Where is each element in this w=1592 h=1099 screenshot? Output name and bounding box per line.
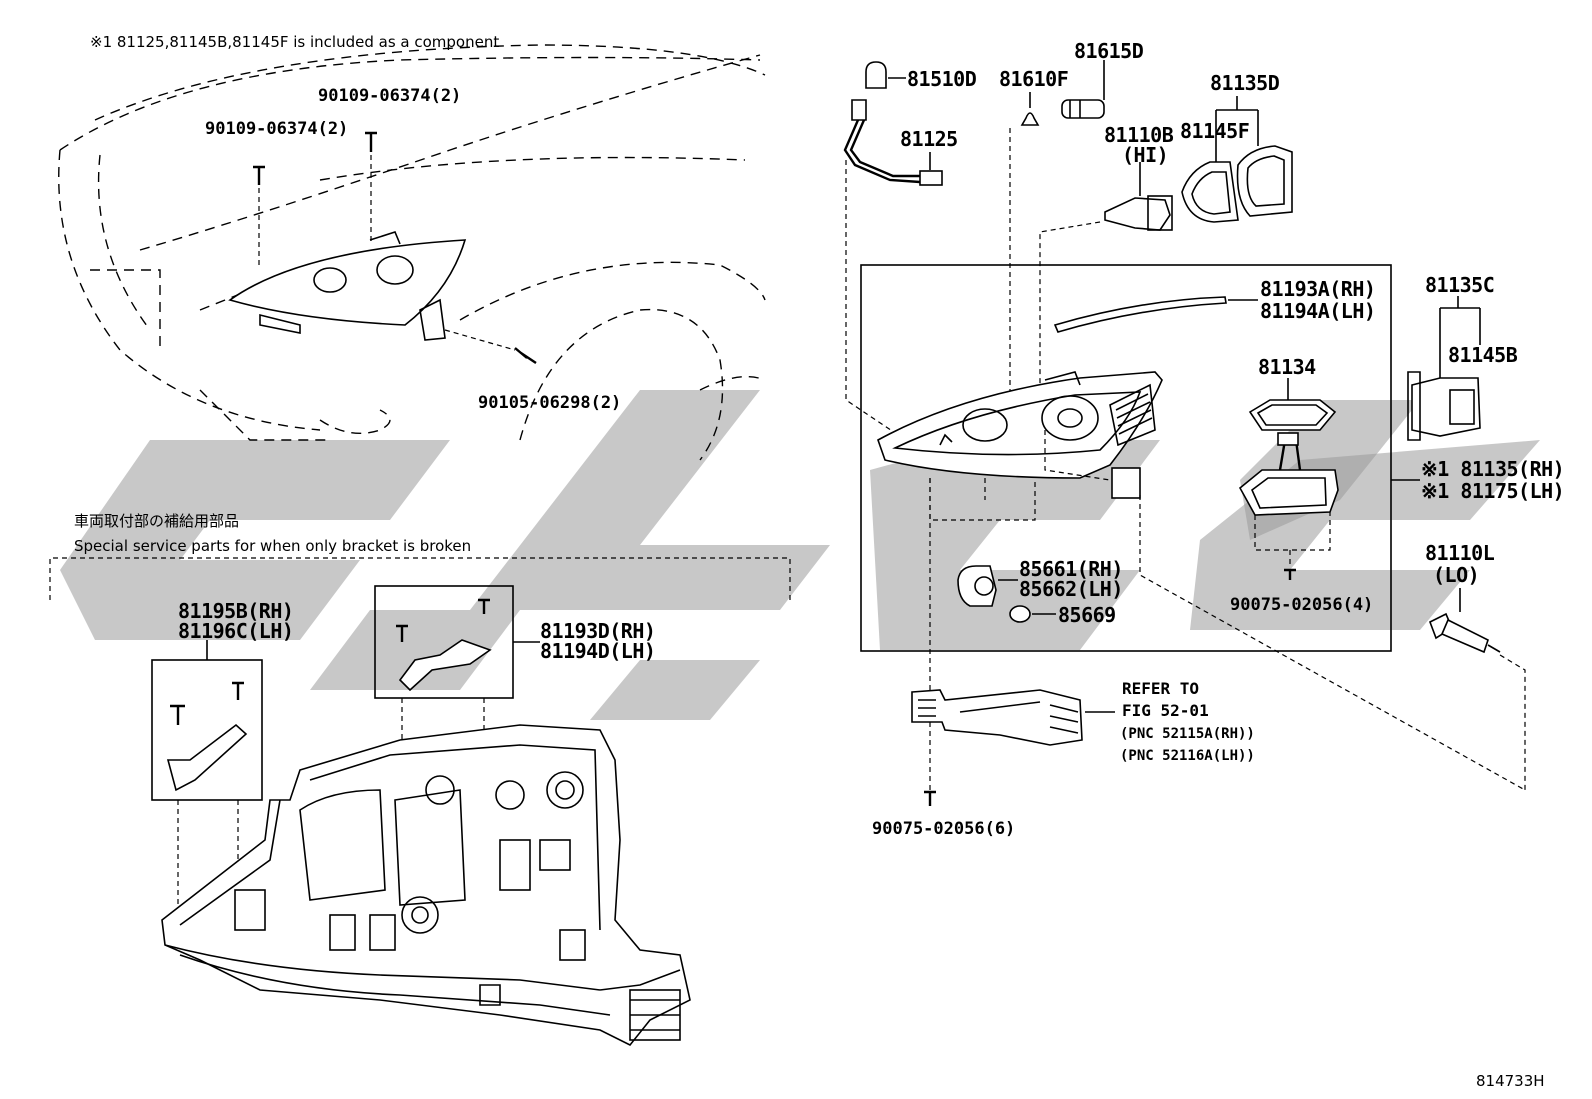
label-bolt-b: 90109-06374(2): [205, 119, 348, 139]
label-81196C: 81196C(LH): [178, 619, 293, 643]
label-81193D: 81193D(RH): [540, 619, 655, 643]
label-81135RH: ※1 81135(RH): [1421, 457, 1564, 481]
label-bolt-c: 90105-06298(2): [478, 393, 621, 413]
label-81610F: 81610F: [999, 67, 1068, 91]
label-81194D: 81194D(LH): [540, 639, 655, 663]
bracket-81195B: [166, 681, 248, 792]
car-front-outline: [58, 44, 766, 461]
part-85661: [957, 565, 1018, 607]
leader-assembly-4: [1139, 495, 1526, 791]
special-title-en: Special service parts for when only brac…: [74, 537, 471, 555]
bolts-top-left: [253, 131, 537, 364]
part-81134: [1248, 378, 1337, 431]
label-81510D: 81510D: [907, 67, 977, 91]
part-81610F: [1020, 92, 1040, 126]
label-81145F: 81145F: [1180, 119, 1249, 143]
part-81145F-81135D: [1181, 96, 1293, 223]
label-81110B-sub: (HI): [1122, 143, 1168, 167]
leader-bulb-1: [845, 160, 929, 456]
label-85662: 85662(LH): [1019, 577, 1123, 601]
part-81510D: [865, 61, 906, 89]
label-90075-6: 90075-02056(6): [872, 819, 1015, 839]
label-81145B: 81145B: [1448, 343, 1518, 367]
bracket-81193D: [396, 598, 492, 692]
refer-line1: REFER TO: [1122, 679, 1199, 698]
label-85661: 85661(RH): [1019, 557, 1123, 581]
part-81110B: [1104, 162, 1173, 231]
headlamp-on-car: [228, 231, 467, 341]
label-81110B: 81110B: [1104, 123, 1174, 147]
part-81110L: [1428, 588, 1501, 654]
special-bracket-line: [49, 557, 791, 600]
figure-id: 814733H: [1476, 1072, 1545, 1090]
header-note: ※1 81125,81145B,81145F is included as a …: [90, 33, 499, 51]
headlamp-housing-rear: [161, 724, 691, 1047]
label-81135D: 81135D: [1210, 71, 1280, 95]
part-85669: [1009, 605, 1056, 623]
label-81193A: 81193A(RH): [1260, 277, 1375, 301]
label-81195B: 81195B(RH): [178, 599, 293, 623]
leader-bulb-3: [1039, 221, 1101, 420]
part-81125: [843, 99, 943, 186]
part-81135-ballast: [1238, 432, 1339, 580]
screw-lower: [924, 790, 936, 806]
label-81135C: 81135C: [1425, 273, 1494, 297]
refer-line3: (PNC 52115A(RH)): [1120, 726, 1255, 742]
refer-line4: (PNC 52116A(LH)): [1120, 748, 1255, 764]
label-81615D: 81615D: [1074, 39, 1144, 63]
label-81134: 81134: [1258, 355, 1316, 379]
leader-81110L: [1499, 654, 1526, 790]
headlamp-assembly: [877, 371, 1163, 499]
label-bolt-a: 90109-06374(2): [318, 86, 461, 106]
label-90075-4: 90075-02056(4): [1230, 595, 1373, 615]
label-81175LH: ※1 81175(LH): [1421, 479, 1564, 503]
lower-bracket-ref: [911, 689, 1115, 746]
special-title-jp: 車両取付部の補給用部品: [74, 512, 239, 530]
leader-assembly-3: [1044, 430, 1111, 481]
label-81110L-sub: (LO): [1433, 563, 1479, 587]
box-81195B: [151, 659, 263, 801]
refer-line2: FIG 52-01: [1122, 701, 1209, 720]
label-85669: 85669: [1058, 603, 1116, 627]
part-81135C: [1407, 296, 1481, 441]
assembly-box: [860, 264, 1392, 652]
label-81194A: 81194A(LH): [1260, 299, 1375, 323]
label-81110L: 81110L: [1425, 541, 1495, 565]
part-81615D: [1061, 60, 1105, 119]
part-81193A: [1053, 296, 1227, 333]
label-81125: 81125: [900, 127, 958, 151]
